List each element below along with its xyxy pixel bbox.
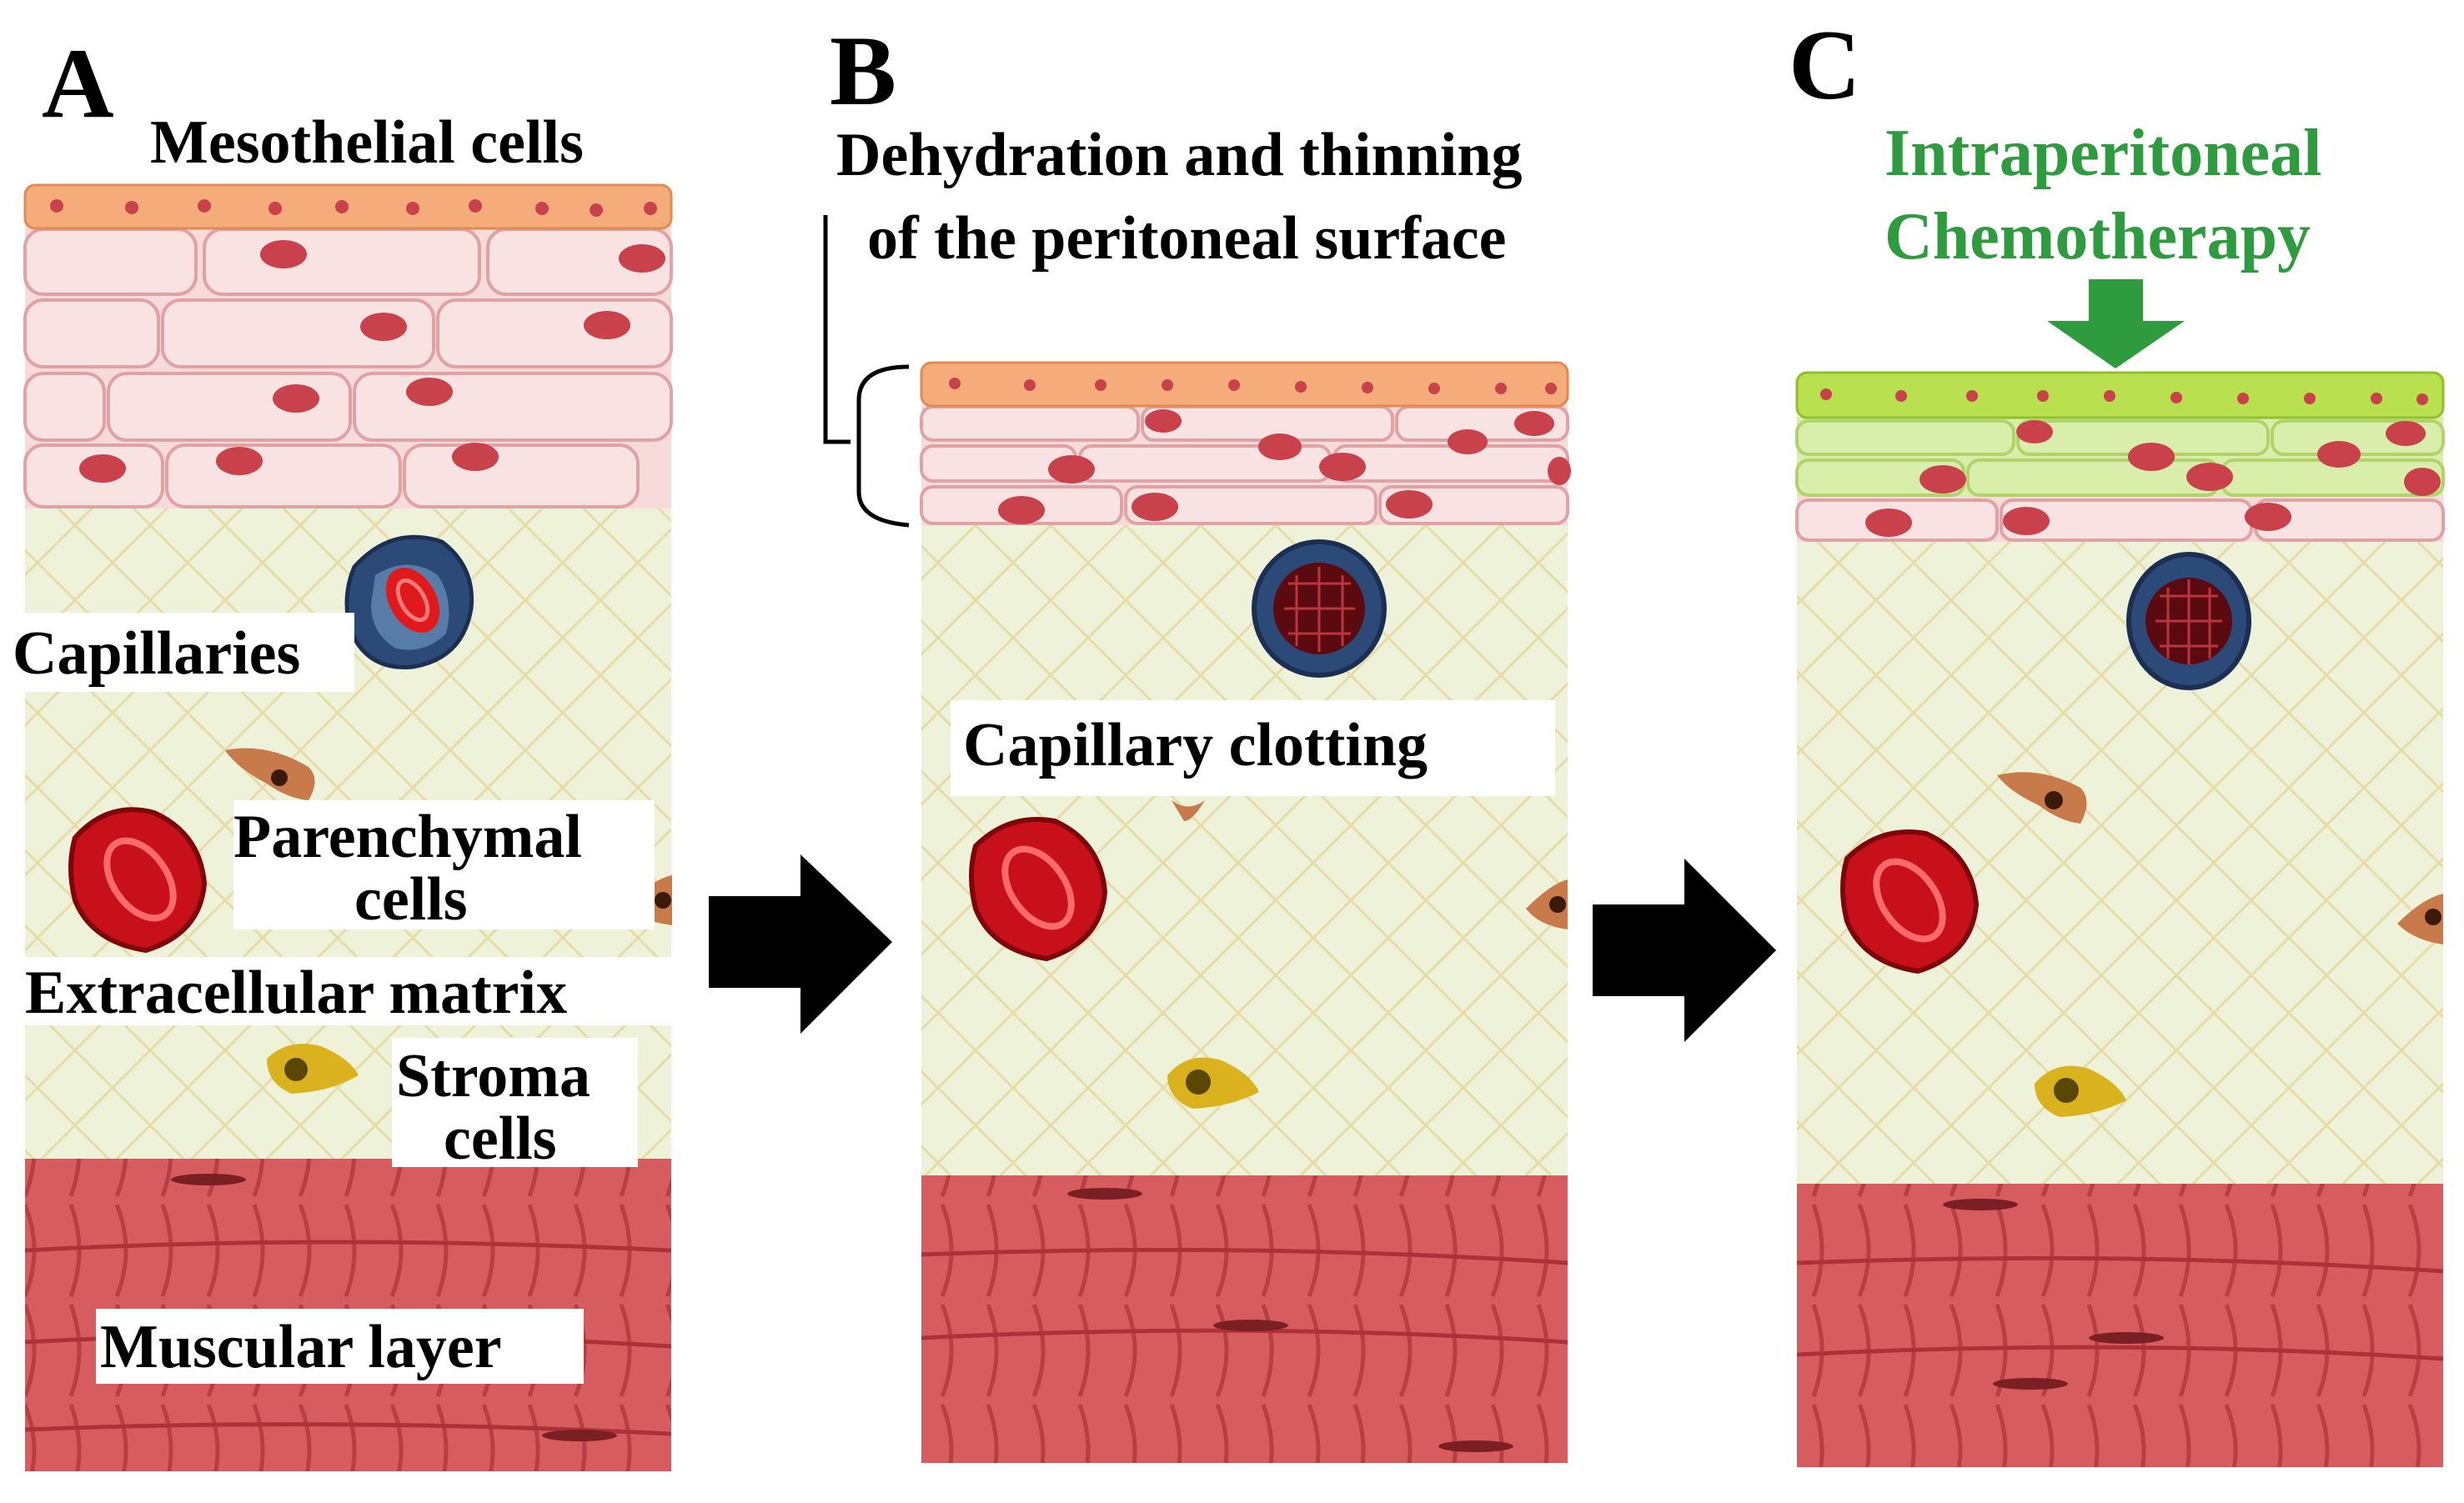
- parenchymal-cell: [225, 748, 315, 800]
- parenchymal-cell: [1997, 772, 2087, 824]
- epithelial-layer-thin: [920, 404, 1571, 525]
- label-chemotherapy: Chemotherapy: [1884, 200, 2311, 273]
- panel-b: B Dehydration and thinning of the perito…: [823, 15, 1571, 1463]
- red-blood-cell: [68, 807, 208, 954]
- stroma-cell: [1167, 1057, 1259, 1109]
- panel-a: A Mesothelial cells Capillaries Parenchy…: [13, 28, 673, 1471]
- nucleus: [260, 240, 307, 268]
- label-stroma-line1: Stroma: [396, 1042, 590, 1110]
- thinning-bracket: [823, 215, 910, 528]
- parenchymal-cell: [1172, 800, 1205, 821]
- red-blood-cell: [969, 817, 1108, 962]
- label-extracellular-matrix: Extracellular matrix: [25, 959, 567, 1027]
- label-muscular-layer: Muscular layer: [100, 1313, 502, 1381]
- label-intraperitoneal: Intraperitoneal: [1884, 117, 2321, 190]
- muscular-layer: [1796, 1184, 2444, 1467]
- label-capillaries: Capillaries: [13, 619, 300, 688]
- panel-letter-a: A: [42, 28, 114, 138]
- label-capillary-clotting: Capillary clotting: [963, 711, 1428, 779]
- stroma-cell: [267, 1044, 359, 1094]
- red-blood-cell: [1840, 829, 1980, 974]
- label-parenchymal-line1: Parenchymal: [233, 803, 582, 871]
- capillary: [344, 534, 474, 669]
- epithelial-layer-chemo: [1795, 417, 2445, 542]
- clotted-capillary: [1252, 539, 1387, 678]
- right-arrow-icon: [1593, 859, 1776, 1042]
- label-stroma-line2: cells: [444, 1105, 557, 1173]
- mesothelial-layer: [23, 183, 673, 230]
- clotted-capillary: [2126, 552, 2251, 690]
- label-mesothelial-cells: Mesothelial cells: [150, 108, 584, 177]
- parenchymal-cell-edge: [1526, 879, 1568, 929]
- mesothelial-layer: [920, 361, 1569, 408]
- chemo-mesothelial-layer: [1795, 371, 2445, 419]
- muscular-layer: [921, 1175, 1568, 1463]
- panel-letter-b: B: [830, 15, 896, 126]
- parenchymal-cell-edge: [2397, 894, 2443, 944]
- label-dehydration-line1: Dehydration and thinning: [836, 121, 1523, 189]
- right-arrow-icon: [709, 854, 892, 1034]
- label-dehydration-line2: of the peritoneal surface: [867, 204, 1507, 273]
- epithelial-layer: [23, 225, 673, 509]
- panel-c: C Intraperitoneal Chemotherapy: [1789, 9, 2445, 1467]
- label-parenchymal-line2: cells: [354, 865, 468, 934]
- down-arrow-icon: [2047, 279, 2185, 368]
- panel-letter-c: C: [1789, 9, 1861, 120]
- stroma-cell: [2035, 1065, 2126, 1117]
